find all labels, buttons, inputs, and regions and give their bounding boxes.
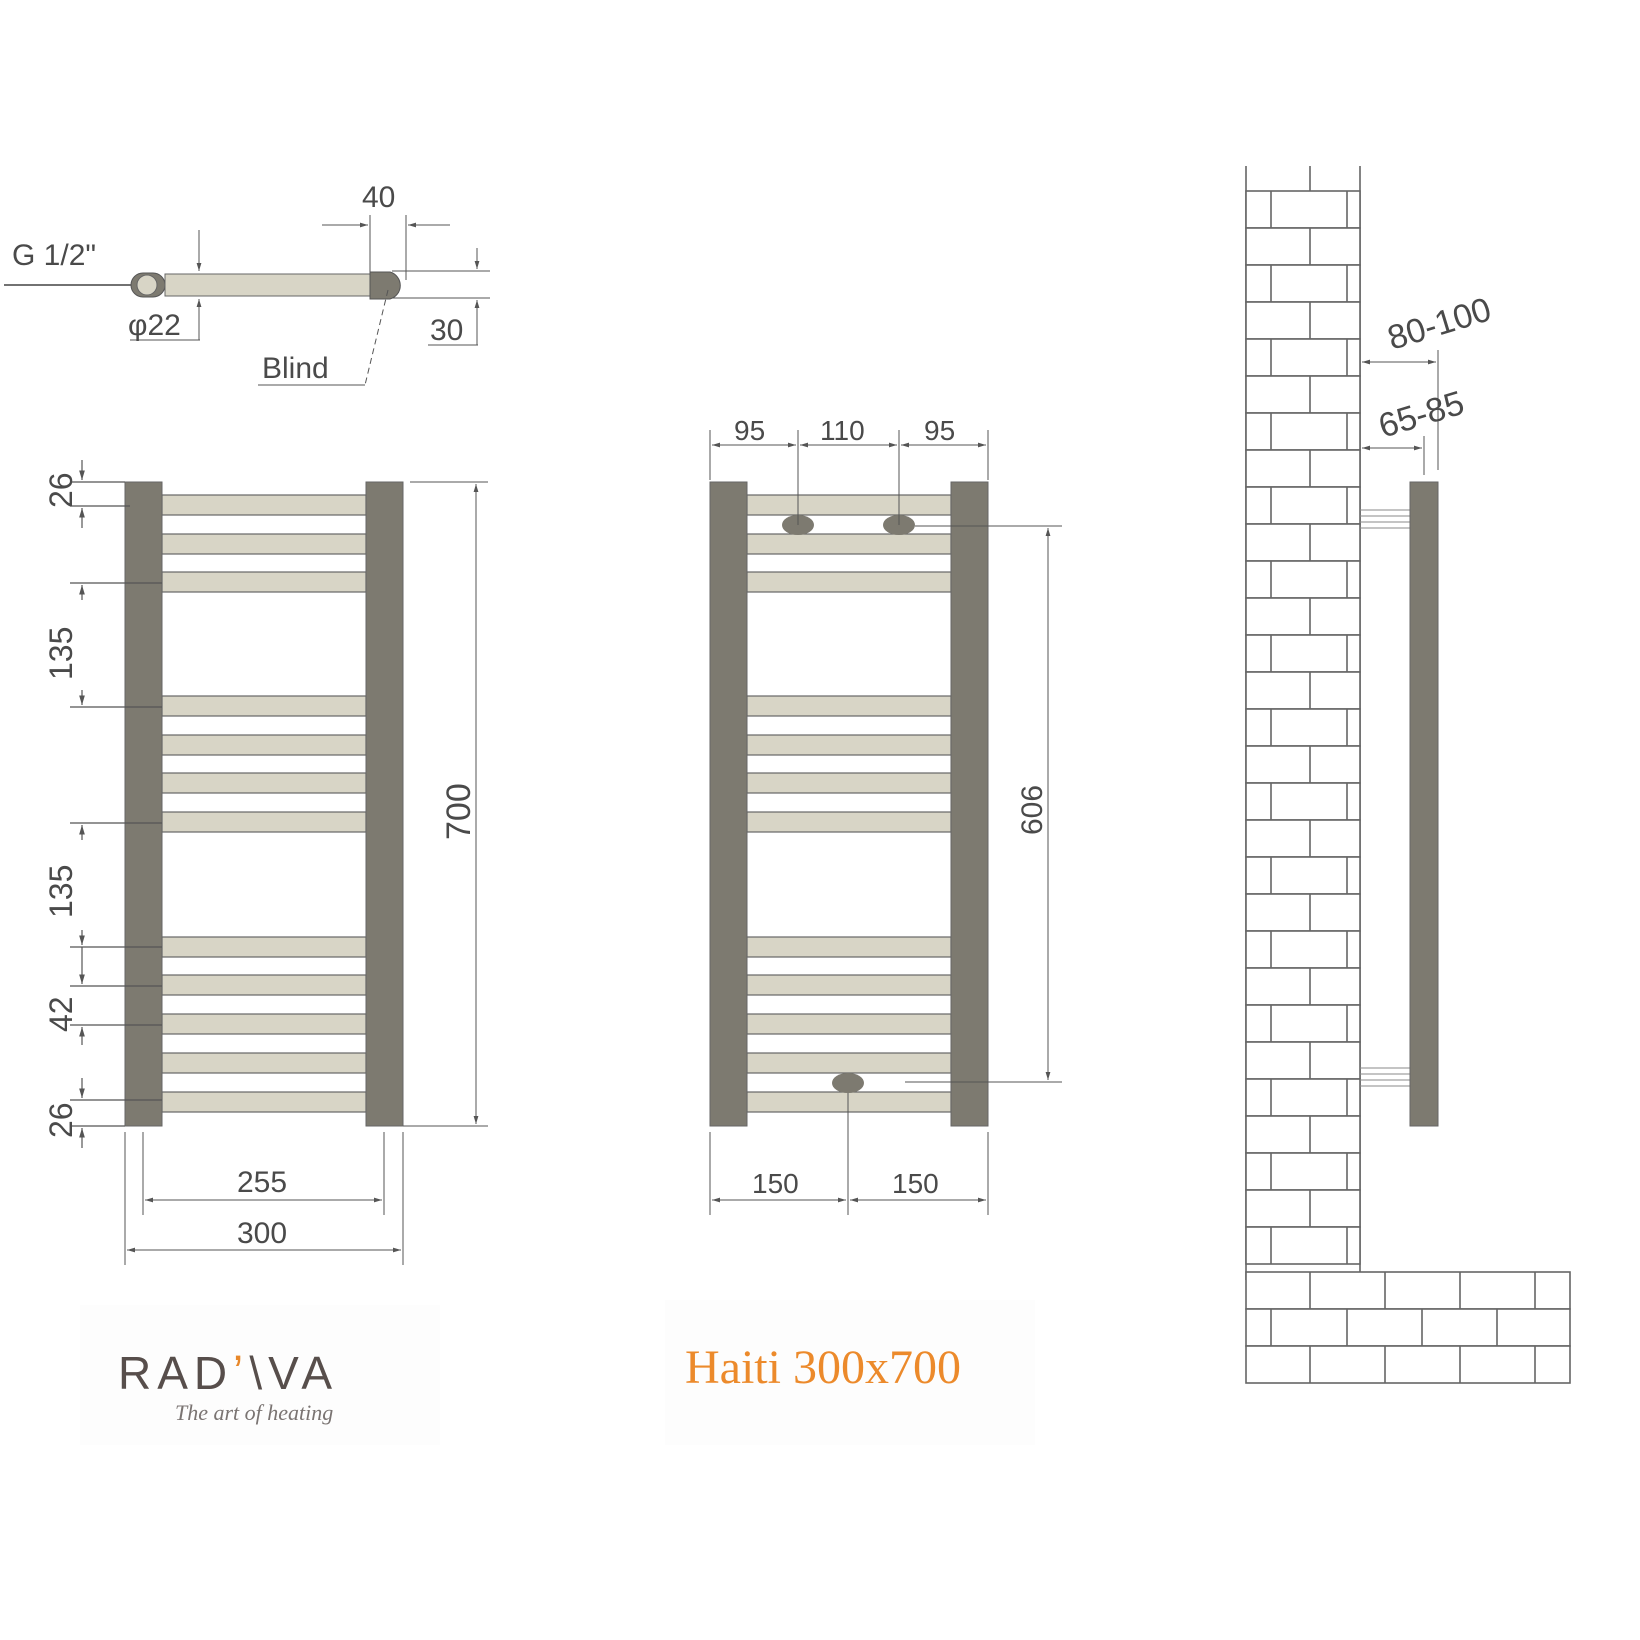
dim-top-offset: 26	[43, 472, 79, 508]
top-view: 40 φ22 G 1/2" 30 Blind	[4, 181, 490, 386]
right-rail	[365, 481, 404, 1127]
depth-dim-label: 40	[362, 181, 395, 214]
side-view: 80-100 65-85	[1245, 166, 1571, 1384]
dim-bar-pitch: 42	[43, 996, 79, 1032]
total-height-label: 700	[440, 783, 478, 840]
spacing-left-label: 95	[734, 415, 765, 446]
dim-bottom-offset: 26	[43, 1102, 79, 1138]
brand-tagline: The art of heating	[175, 1400, 334, 1425]
spacing-right-label: 95	[924, 415, 955, 446]
front-view: 26 135 135 42 26 700 255 300	[43, 460, 488, 1265]
outer-width-label: 300	[237, 1217, 287, 1250]
brick-wall	[1245, 166, 1571, 1384]
spacing-center-label: 110	[820, 415, 865, 446]
brand-suffix: \VA	[249, 1347, 339, 1399]
wall-distance-outer-label: 80-100	[1383, 290, 1495, 357]
blind-label: Blind	[262, 352, 329, 385]
brand-prefix: RAD	[118, 1347, 234, 1399]
pipe-diameter-label: φ22	[128, 309, 181, 342]
towel-bars	[161, 494, 367, 1113]
inner-width-label: 255	[237, 1166, 287, 1199]
left-rail	[124, 481, 163, 1127]
bottom-port	[832, 1073, 864, 1093]
model-title-panel	[665, 1300, 1035, 1445]
wall-distance-inner-label: 65-85	[1374, 384, 1468, 446]
brand-logo: RADʼ\VA	[118, 1346, 418, 1400]
brand-accent-mark: ʼ	[233, 1347, 250, 1399]
connection-thread-label: G 1/2"	[12, 239, 96, 272]
connection-view: 95 110 95 606 150 150	[709, 415, 1062, 1215]
bottom-left-spacing: 150	[752, 1168, 799, 1199]
model-title: Haiti 300x700	[685, 1341, 961, 1394]
dim-gap-upper: 135	[43, 627, 79, 680]
radiator-side-profile	[1409, 481, 1439, 1127]
dim-gap-lower: 135	[43, 865, 79, 918]
port-vertical-distance: 606	[1016, 785, 1049, 835]
bottom-right-spacing: 150	[892, 1168, 939, 1199]
brand-logo-panel	[80, 1305, 440, 1445]
height-dim-label: 30	[430, 314, 463, 347]
